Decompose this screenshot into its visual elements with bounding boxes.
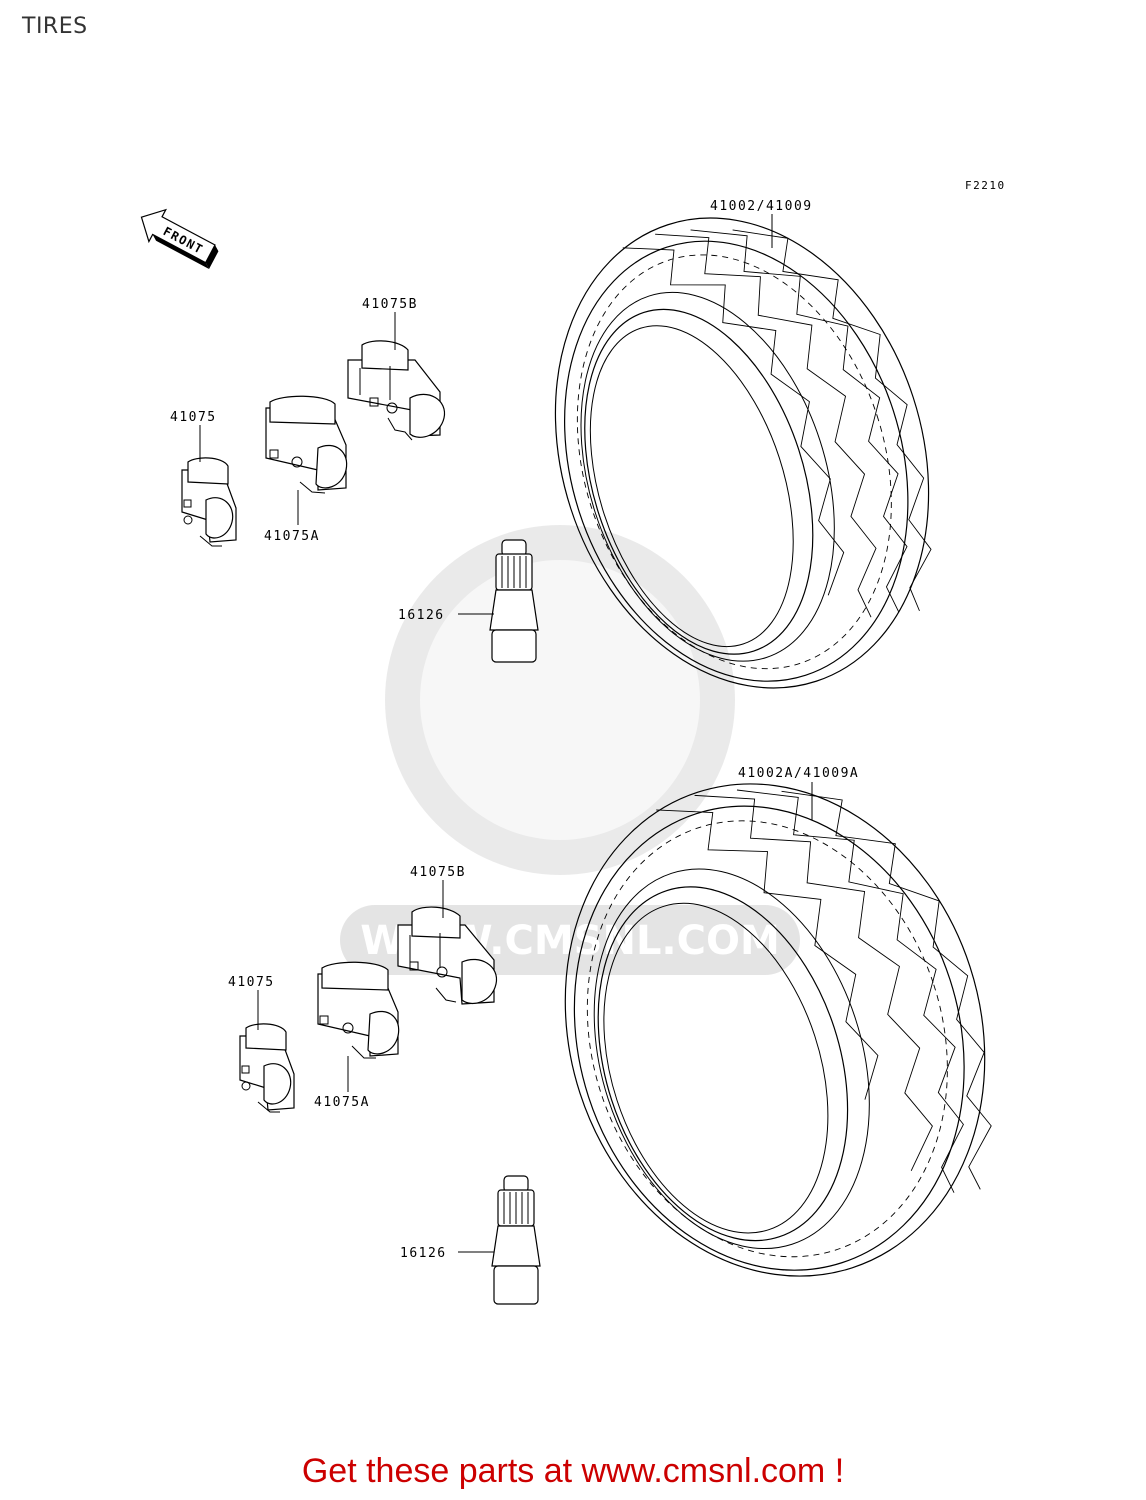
rear-valve-label: 16126 — [400, 1246, 447, 1261]
front-valve-label: 16126 — [398, 608, 445, 623]
front-valve-stem — [458, 539, 539, 663]
rear-balance-weight-b — [397, 880, 498, 1005]
rear-valve-stem — [458, 1175, 541, 1305]
front-tire — [554, 217, 932, 689]
rear-balance-weight-a — [317, 961, 400, 1092]
rear-weight-b-label: 41075B — [410, 865, 466, 880]
front-balance-weight-a — [265, 395, 348, 525]
front-weight-b-label: 41075B — [362, 297, 418, 312]
footer-promo: Get these parts at www.cmsnl.com ! — [301, 1452, 845, 1490]
front-tire-label: 41002/41009 — [710, 199, 813, 214]
page-title: TIRES — [22, 14, 88, 39]
rear-tire-label: 41002A/41009A — [738, 766, 859, 781]
front-direction-arrow: FRONT — [140, 208, 219, 269]
rear-balance-weight — [239, 990, 295, 1113]
front-balance-weight-b — [347, 312, 446, 441]
front-weight-label: 41075 — [170, 410, 217, 425]
rear-weight-a-label: 41075A — [314, 1095, 370, 1110]
front-weight-a-label: 41075A — [264, 529, 320, 544]
rear-weight-label: 41075 — [228, 975, 275, 990]
front-balance-weight — [181, 425, 237, 547]
figure-code: F2210 — [965, 179, 1006, 192]
watermark-logo: WWW.CMSNL.COM — [340, 525, 800, 975]
